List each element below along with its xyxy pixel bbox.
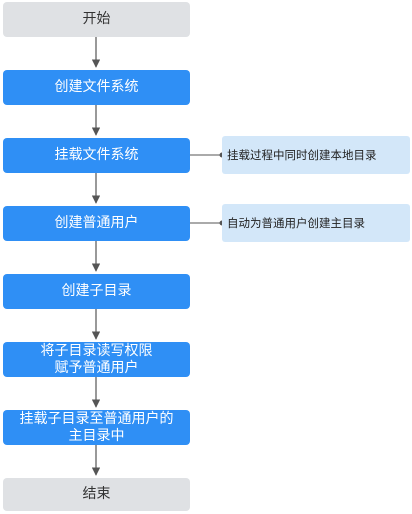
step-create-user: 创建普通用户	[3, 206, 190, 241]
step-label: 挂载文件系统	[54, 147, 139, 163]
step-create-subdirectory: 创建子目录	[3, 274, 190, 309]
step-mount-subdirectory: 挂载子目录至普通用户的 主目录中	[3, 410, 190, 445]
note-text: 自动为普通用户创建主目录	[227, 216, 365, 230]
start-node: 开始	[3, 2, 190, 37]
step-label-line-1: 将子目录读写权限	[40, 342, 153, 359]
step-grant-permissions: 将子目录读写权限 赋予普通用户	[3, 342, 190, 377]
step-create-filesystem: 创建文件系统	[3, 70, 190, 105]
step-label: 创建普通用户	[54, 215, 139, 231]
step-label: 创建文件系统	[54, 79, 139, 95]
step-label: 创建子目录	[61, 283, 132, 299]
note-mount-filesystem: 挂载过程中同时创建本地目录	[222, 136, 410, 174]
start-label: 开始	[82, 11, 111, 27]
step-label-line-2: 赋予普通用户	[54, 359, 139, 376]
step-mount-filesystem: 挂载文件系统	[3, 138, 190, 173]
end-label: 结束	[82, 486, 111, 502]
note-text: 挂载过程中同时创建本地目录	[227, 148, 377, 162]
step-label-line-1: 挂载子目录至普通用户的	[19, 410, 174, 427]
note-create-user: 自动为普通用户创建主目录	[222, 204, 410, 242]
end-node: 结束	[3, 478, 190, 511]
step-label-line-2: 主目录中	[68, 427, 125, 444]
